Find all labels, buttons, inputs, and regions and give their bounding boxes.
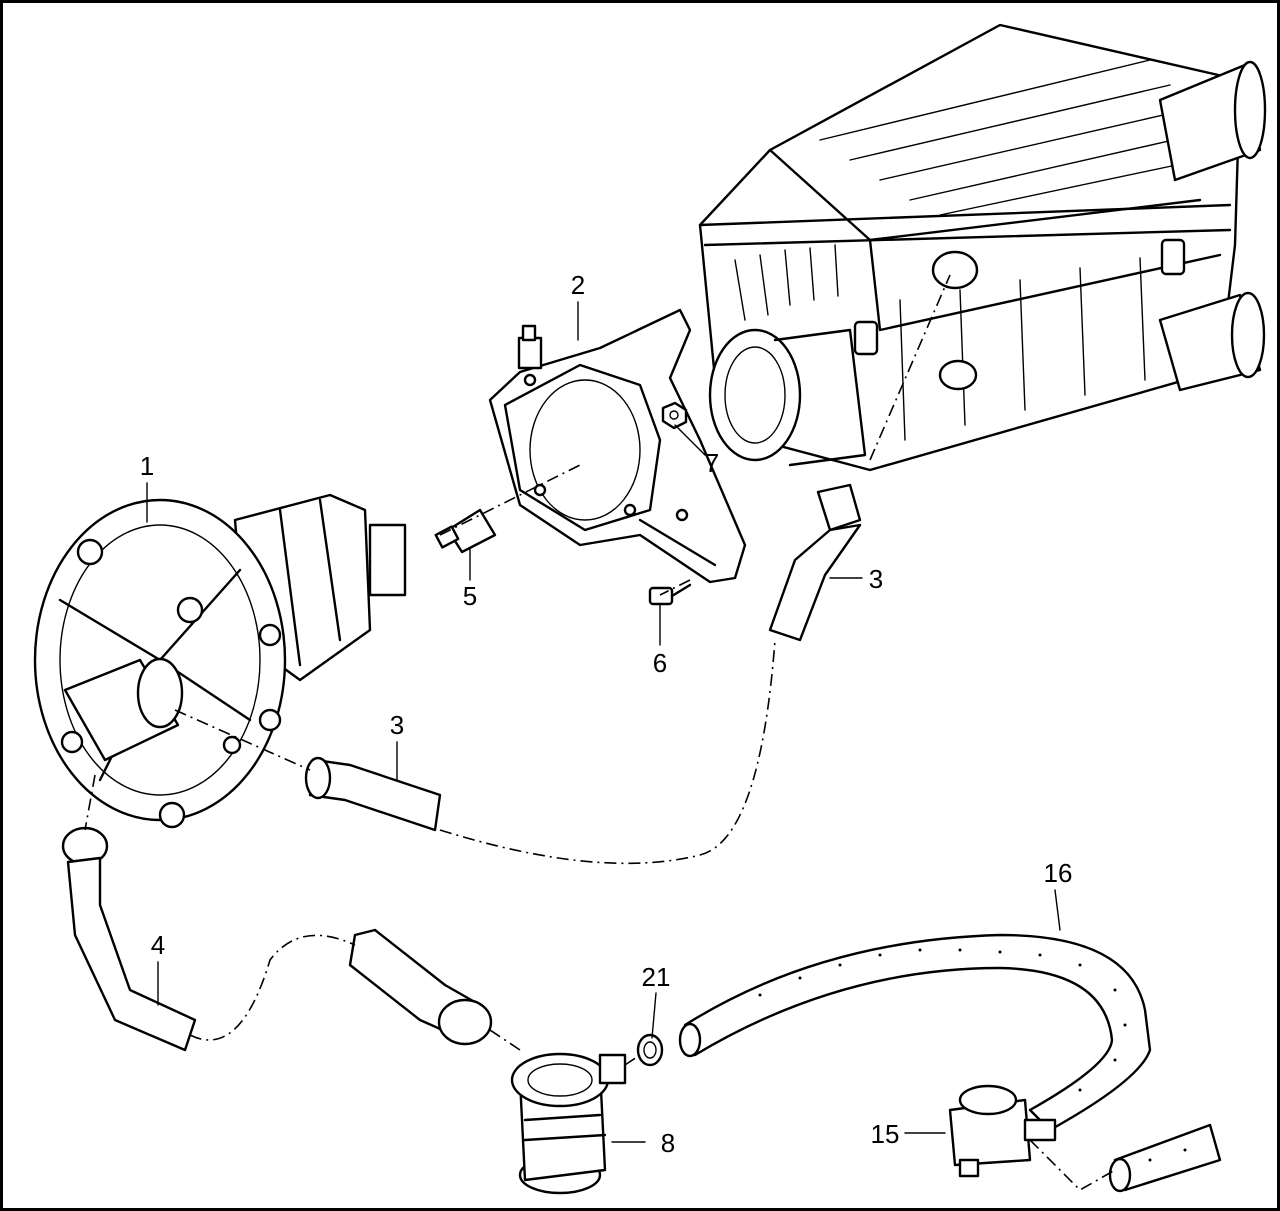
hose-clamp xyxy=(636,1033,664,1067)
callout-5: 5 xyxy=(463,581,477,611)
callout-2: 2 xyxy=(571,270,585,300)
callout-4: 4 xyxy=(151,930,165,960)
callout-3-lower: 3 xyxy=(390,710,404,740)
callout-6: 6 xyxy=(653,648,667,678)
connection-lines xyxy=(84,274,1116,1191)
callout-21: 21 xyxy=(642,962,671,992)
callout-16: 16 xyxy=(1044,858,1073,888)
callout-1: 1 xyxy=(140,451,154,481)
air-filter-housing xyxy=(698,23,1267,472)
callout-7: 7 xyxy=(705,448,719,478)
bolt-6 xyxy=(648,583,692,606)
hose-texture-dots xyxy=(758,948,1187,1162)
solenoid-valve xyxy=(948,1084,1057,1178)
leader-lines xyxy=(146,301,1061,1143)
callout-8: 8 xyxy=(661,1128,675,1158)
nut-7 xyxy=(661,401,688,430)
hose-4 xyxy=(61,826,493,1052)
secondary-air-pump xyxy=(33,493,407,829)
callout-3-upper: 3 xyxy=(869,564,883,594)
callout-labels: 1 2 3 3 4 5 6 7 8 15 16 21 xyxy=(140,270,1073,1158)
hose-3-upper xyxy=(768,483,862,642)
combination-valve xyxy=(510,1052,627,1195)
callout-15: 15 xyxy=(871,1119,900,1149)
stud-bolt-5 xyxy=(434,508,497,554)
hose-16 xyxy=(678,933,1222,1193)
hose-3-lower xyxy=(304,756,442,832)
mounting-bracket xyxy=(488,308,747,584)
